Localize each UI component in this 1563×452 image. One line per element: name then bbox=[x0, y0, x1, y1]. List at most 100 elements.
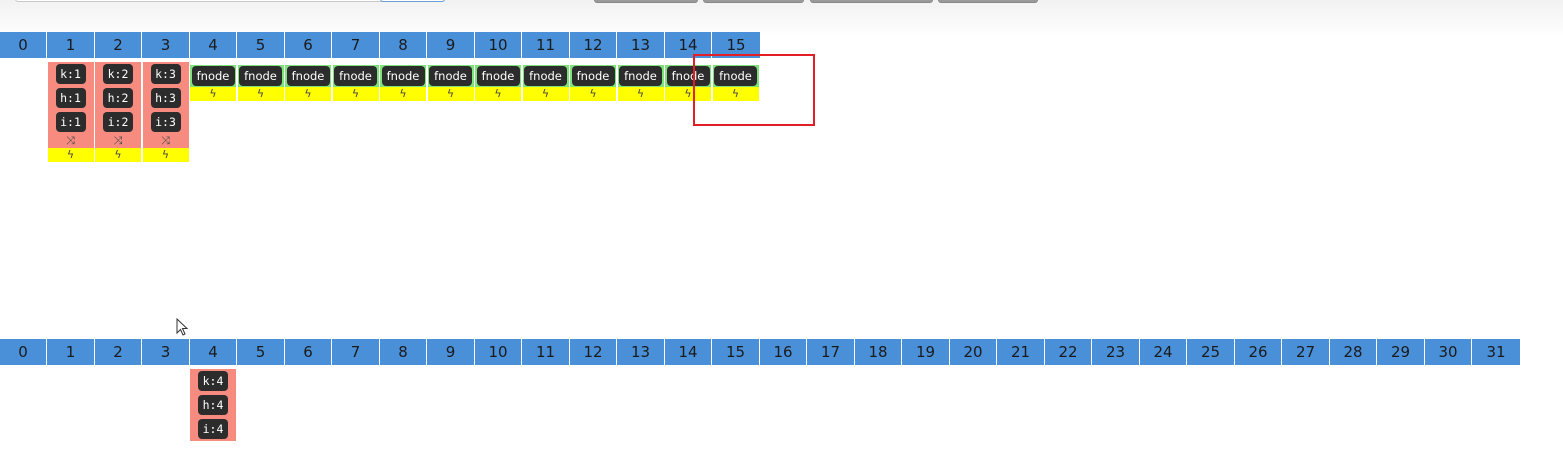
fnode-badge: fnode bbox=[239, 66, 282, 86]
fnode-badge: fnode bbox=[381, 66, 425, 86]
index-cell-6: 6 bbox=[285, 32, 332, 58]
index-cell-15: 15 bbox=[726, 36, 746, 54]
index-cell-21: 21 bbox=[998, 339, 1045, 365]
bolt-icon[interactable]: ϟ bbox=[522, 87, 569, 101]
index-cell-16: 16 bbox=[760, 339, 807, 365]
index-cell-24: 24 bbox=[1140, 339, 1187, 365]
index-cell-7: 7 bbox=[333, 32, 380, 58]
hash-badge: h:1 bbox=[55, 88, 86, 108]
entry-bucket-1[interactable]: k:1 h:1 i:1 ⤨ϟ bbox=[47, 62, 94, 162]
index-cell-9: 9 bbox=[428, 339, 475, 365]
fnode-badge: fnode bbox=[191, 66, 235, 86]
bolt-icon[interactable]: ϟ bbox=[237, 87, 284, 101]
key-badge: k:1 bbox=[55, 64, 86, 84]
fnode-badge: fnode bbox=[429, 66, 472, 86]
bolt-icon[interactable]: ϟ bbox=[570, 87, 616, 101]
index-cell-13: 13 bbox=[618, 339, 665, 365]
fnode-badge: fnode bbox=[476, 66, 520, 86]
bolt-icon[interactable]: ϟ bbox=[285, 87, 331, 101]
move-icon[interactable]: ⤨ bbox=[66, 134, 75, 147]
input-button[interactable] bbox=[380, 0, 445, 2]
index-badge: i:4 bbox=[198, 419, 228, 439]
mouse-pointer-icon bbox=[176, 318, 189, 336]
toolbar-button-1[interactable] bbox=[594, 0, 698, 3]
index-cell-20: 20 bbox=[950, 339, 997, 365]
bolt-icon[interactable]: ϟ bbox=[427, 87, 474, 101]
index-cell-1: 1 bbox=[48, 32, 95, 58]
index-cell-8: 8 bbox=[380, 32, 427, 58]
hash-badge: h:4 bbox=[198, 395, 228, 415]
index-cell-26: 26 bbox=[1235, 339, 1282, 365]
index-cell-12: 12 bbox=[570, 32, 617, 58]
bolt-icon[interactable]: ϟ bbox=[475, 87, 521, 101]
toolbar-area bbox=[0, 0, 1563, 36]
index-cell-2: 2 bbox=[95, 32, 142, 58]
index-cell-28: 28 bbox=[1330, 339, 1377, 365]
fnode-badge: fnode bbox=[286, 66, 330, 86]
bolt-icon[interactable]: ϟ bbox=[332, 87, 379, 101]
index-cell-19: 19 bbox=[903, 339, 950, 365]
bolt-icon[interactable]: ϟ bbox=[380, 87, 426, 101]
hash-badge: h:3 bbox=[150, 88, 181, 108]
index-cell-2: 2 bbox=[95, 339, 142, 365]
index-cell-5: 5 bbox=[238, 32, 285, 58]
move-icon[interactable]: ⤨ bbox=[161, 134, 170, 147]
bolt-icon[interactable]: ϟ bbox=[712, 87, 759, 101]
index-cell-23: 23 bbox=[1093, 339, 1140, 365]
index-cell-12: 12 bbox=[570, 339, 617, 365]
fnode-badge: fnode bbox=[714, 66, 757, 86]
index-cell-17: 17 bbox=[808, 339, 855, 365]
index-cell-3: 3 bbox=[143, 32, 190, 58]
fnode-badge: fnode bbox=[571, 66, 615, 86]
index-cell-9: 9 bbox=[428, 32, 475, 58]
fnode-badge: fnode bbox=[524, 66, 567, 86]
index-badge: i:3 bbox=[150, 112, 181, 132]
bolt-icon[interactable]: ϟ bbox=[190, 87, 236, 101]
index-cell-10: 10 bbox=[475, 339, 522, 365]
bolt-icon[interactable]: ϟ bbox=[142, 148, 189, 162]
bolt-icon[interactable]: ϟ bbox=[617, 87, 664, 101]
index-cell-3: 3 bbox=[143, 339, 190, 365]
entry-bucket-3[interactable]: k:3 h:3 i:3 ⤨ϟ bbox=[142, 62, 189, 162]
key-badge: k:3 bbox=[150, 64, 181, 84]
bolt-icon[interactable]: ϟ bbox=[47, 148, 94, 162]
index-cell-4: 4 bbox=[190, 339, 237, 365]
toolbar-button-4[interactable] bbox=[938, 0, 1038, 3]
index-cell-7: 7 bbox=[333, 339, 380, 365]
index-cell-14: 14 bbox=[665, 339, 712, 365]
index-badge: i:1 bbox=[55, 112, 86, 132]
index-cell-15: 15 bbox=[713, 339, 760, 365]
index-cell-29: 29 bbox=[1378, 339, 1425, 365]
index-cell-0: 0 bbox=[0, 32, 47, 58]
index-cell-31: 31 bbox=[1486, 343, 1506, 361]
index-cell-14: 14 bbox=[665, 32, 712, 58]
index-cell-30: 30 bbox=[1425, 339, 1472, 365]
index-cell-8: 8 bbox=[380, 339, 427, 365]
bolt-icon[interactable]: ϟ bbox=[665, 87, 711, 101]
toolbar-button-2[interactable] bbox=[703, 0, 804, 3]
bolt-icon[interactable]: ϟ bbox=[95, 148, 141, 162]
fnode-badge: fnode bbox=[666, 66, 710, 86]
index-cell-10: 10 bbox=[475, 32, 522, 58]
toolbar-button-3[interactable] bbox=[810, 0, 933, 3]
move-icon[interactable]: ⤨ bbox=[113, 134, 123, 147]
highlight-rectangle bbox=[693, 54, 815, 126]
index-cell-5: 5 bbox=[238, 339, 285, 365]
index-cell-0: 0 bbox=[0, 339, 47, 365]
